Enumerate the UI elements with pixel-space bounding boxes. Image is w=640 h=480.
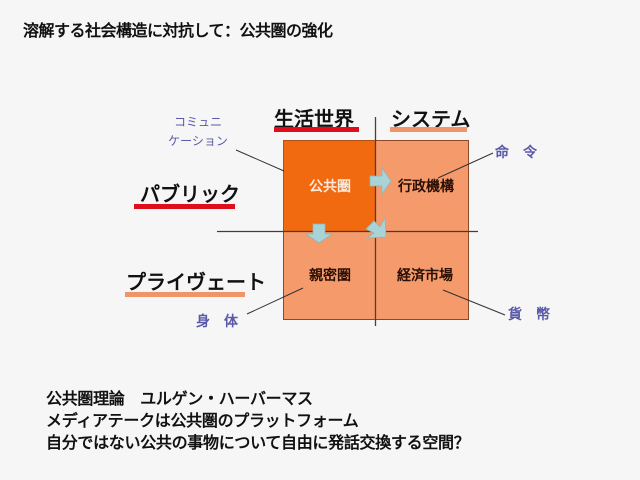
economic-market-label: 経済市場 (397, 268, 453, 284)
quadrant-economic-market: 経済市場 (376, 231, 469, 320)
administration-label: 行政機構 (398, 179, 454, 195)
communication-label: コミュニ ケーション (168, 115, 228, 148)
public-underline (134, 204, 235, 209)
bottom-text-line-2: メディアテークは公共圏のプラットフォーム (46, 411, 359, 430)
header-public: パブリック (140, 182, 240, 206)
public-sphere-label: 公共圏 (309, 179, 351, 195)
quadrant-public-sphere: 公共圏 (283, 140, 376, 231)
system-underline (390, 127, 467, 132)
bottom-text-line-1: 公共圏理論 ユルゲン・ハーバーマス (46, 389, 313, 408)
header-private: プライヴェート (126, 270, 266, 294)
money-label: 貨 幣 (508, 307, 550, 323)
quadrant-intimate-sphere: 親密圏 (283, 231, 376, 320)
bottom-text-line-3: 自分ではない公共の事物について自由に発話交換する空間？ (46, 433, 470, 452)
slide-title: 溶解する社会構造に対抗して：公共圏の強化 (23, 21, 333, 40)
lifeworld-underline (274, 127, 359, 132)
private-underline (125, 292, 245, 297)
quadrant-administration: 行政機構 (376, 140, 469, 231)
intimate-sphere-label: 親密圏 (309, 268, 351, 284)
command-label: 命 令 (495, 145, 537, 161)
body-label: 身 体 (196, 314, 238, 330)
communication-leader-line (235, 149, 285, 172)
